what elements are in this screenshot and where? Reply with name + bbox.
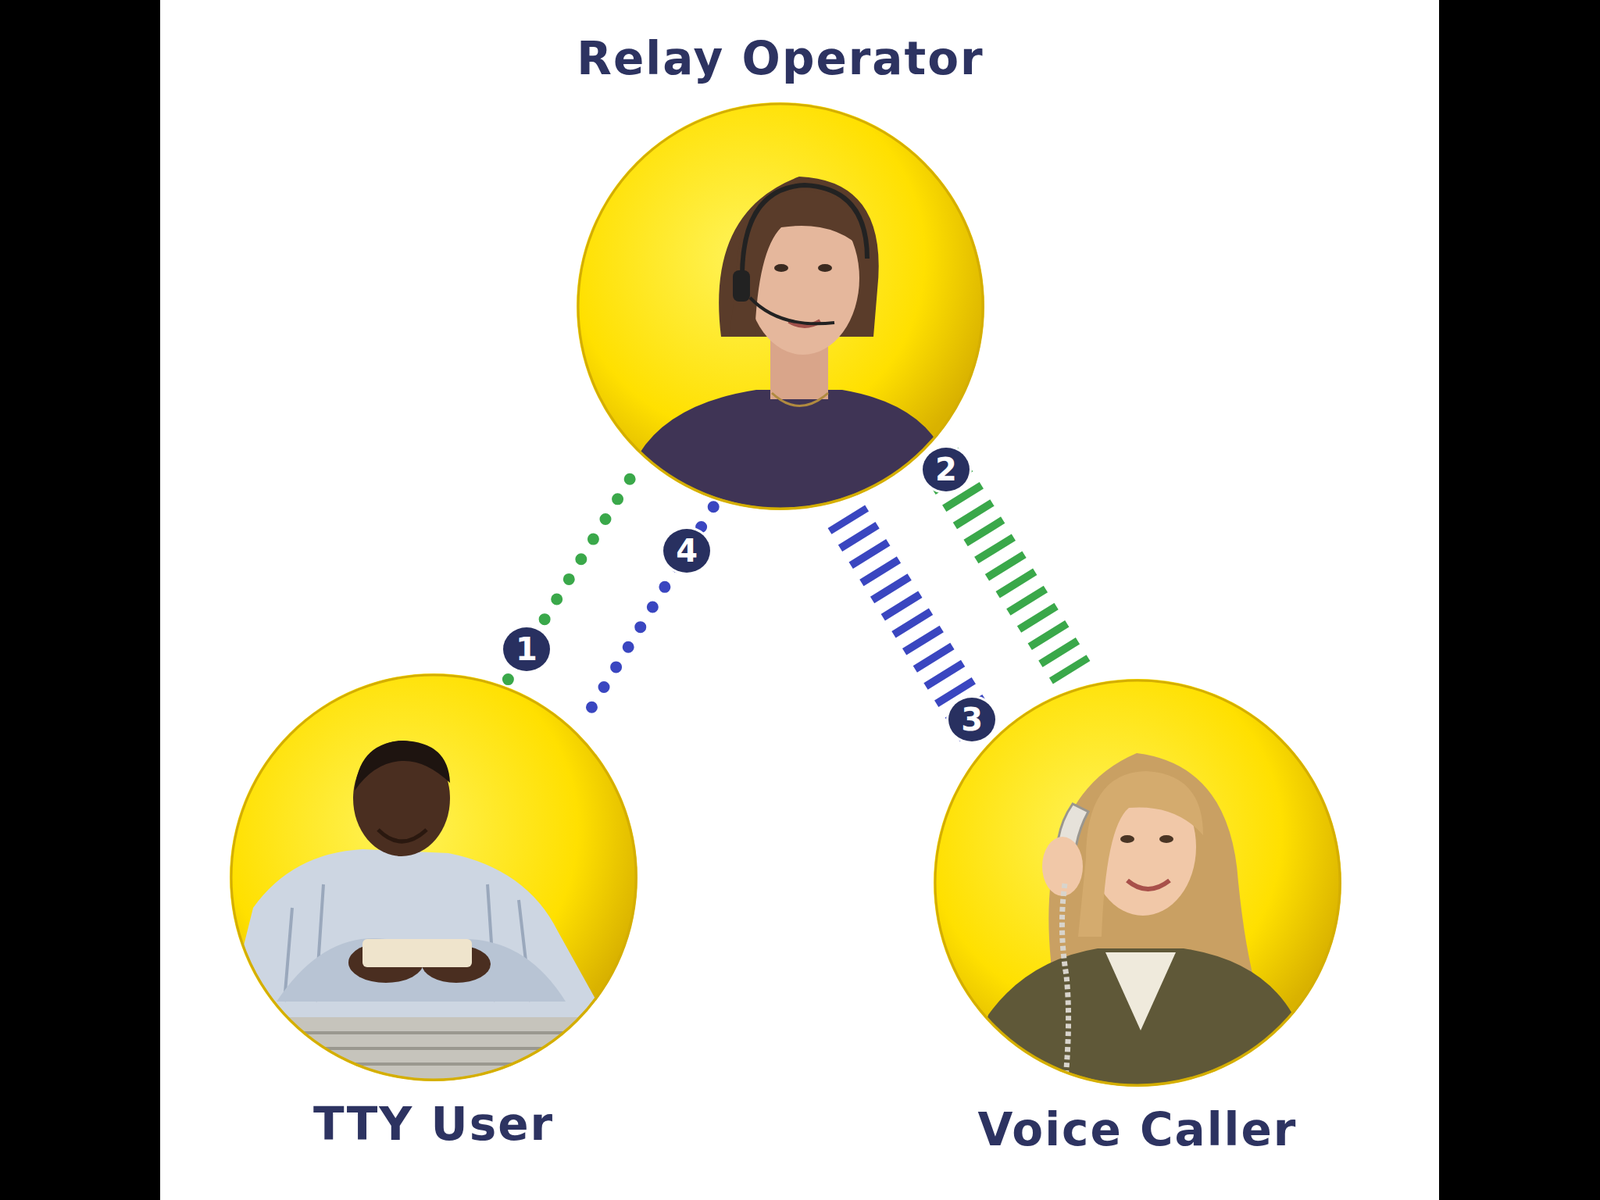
callout-number: 1 <box>503 627 550 672</box>
node-heading: Relay Operator <box>576 32 984 86</box>
paper <box>362 939 472 968</box>
arms <box>276 938 566 1002</box>
eye <box>1120 835 1135 843</box>
node-heading-group: Relay Operator <box>576 32 984 86</box>
tty-user-circle: TTY User <box>229 673 638 1082</box>
eye <box>774 264 789 272</box>
necklace <box>771 392 829 407</box>
node-heading: Voice Caller <box>978 1103 1298 1157</box>
operator-circle: Relay Operator <box>576 102 985 511</box>
headset-ear <box>732 270 750 302</box>
circle-outline <box>229 673 638 1082</box>
voice-line <box>939 459 1072 673</box>
headset-mic <box>750 297 835 324</box>
eye <box>1159 835 1174 843</box>
shirt <box>623 389 960 525</box>
yellow-disc <box>229 673 638 1082</box>
circle-rim <box>935 680 1340 1086</box>
circle-rim <box>578 103 983 509</box>
hair-front <box>728 189 865 337</box>
head <box>353 740 450 857</box>
blouse <box>1105 952 1176 1031</box>
circle-rim <box>231 675 636 1080</box>
side-bar <box>0 0 161 1200</box>
callout-number: 2 <box>922 447 970 492</box>
voice-line <box>846 516 979 730</box>
operator-portrait <box>576 102 985 525</box>
typed-text-line <box>580 507 714 726</box>
callout-number: 3 <box>948 697 996 742</box>
headset <box>742 185 868 283</box>
hair-front <box>1078 771 1204 937</box>
voice-caller-circle: Voice Caller <box>933 678 1342 1087</box>
tty-keyboard <box>229 1017 638 1082</box>
keys <box>260 1032 613 1065</box>
eye <box>817 264 833 272</box>
node-heading: TTY User <box>313 1098 554 1151</box>
voice-portrait <box>933 678 1342 1101</box>
jacket <box>964 948 1317 1101</box>
node-heading-group: TTY User <box>313 1098 554 1151</box>
side-bar <box>1439 0 1600 1200</box>
smile <box>1127 880 1170 890</box>
circle-outline <box>933 678 1342 1087</box>
node-heading-group: Voice Caller <box>978 1103 1298 1157</box>
tty-portrait <box>229 673 638 1082</box>
phone-cord <box>1061 883 1068 1087</box>
face-shade <box>378 829 427 842</box>
callout-number: 4 <box>663 528 711 573</box>
hair <box>354 740 450 791</box>
circle-outline <box>576 102 985 511</box>
